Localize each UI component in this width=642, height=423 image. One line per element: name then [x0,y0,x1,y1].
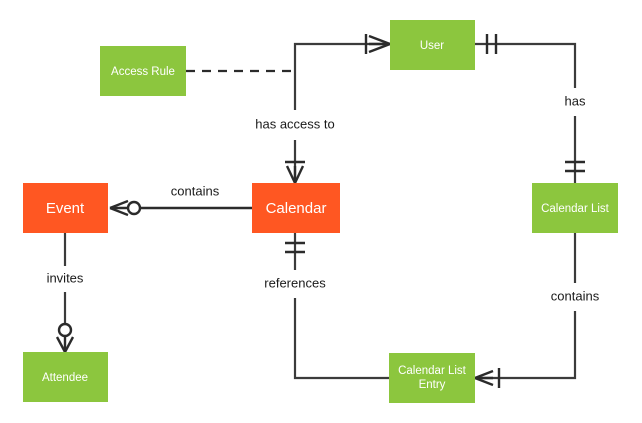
marker-attendee-top-zero-or-many [55,322,75,353]
edge-calendar-to-entry-lower [293,298,389,380]
marker-calendar-bottom-one-and-only-one [285,241,305,254]
relationship-label-has-access-to: has access to [255,116,335,131]
edge-user-to-calendar-upper [293,42,390,110]
marker-calendar-list-top-one-and-only-one [565,160,585,173]
entity-calendar-list-entry-label-line1: Calendar List [398,365,467,377]
entity-calendar[interactable]: Calendar [252,183,340,233]
entity-access-rule-label: Access Rule [111,66,175,78]
marker-entry-right-one-and-many [474,368,501,388]
entity-calendar-list-entry[interactable]: Calendar List Entry [389,353,475,403]
entity-user-label: User [420,40,444,52]
marker-event-right-zero-or-many [109,199,142,217]
entity-attendee[interactable]: Attendee [23,352,108,402]
relationship-label-contains-left: contains [171,183,220,198]
entity-calendar-list[interactable]: Calendar List [532,183,618,233]
marker-user-left-one-and-many [364,34,391,54]
entity-calendar-list-entry-label-line2: Entry [419,379,446,391]
entity-calendar-rect[interactable] [252,183,340,233]
edge-user-to-calendar-list-upper [475,42,577,88]
entity-attendee-rect[interactable] [23,352,108,402]
relationship-label-references: references [264,275,326,290]
entity-user-rect[interactable] [390,20,475,70]
relationship-label-invites: invites [47,270,84,285]
entity-calendar-list-label: Calendar List [541,203,610,215]
edge-calendar-list-to-entry-lower [475,311,577,380]
marker-user-right-one-and-only-one [485,34,498,54]
marker-calendar-top-one-and-many [285,160,305,184]
entity-calendar-list-rect[interactable] [532,183,618,233]
entity-calendar-list-entry-rect[interactable] [389,353,475,403]
entity-access-rule[interactable]: Access Rule [100,46,186,96]
entity-attendee-label: Attendee [42,372,88,384]
entity-user[interactable]: User [390,20,475,70]
entity-calendar-label: Calendar [266,200,327,217]
entity-event-label: Event [46,200,85,217]
entity-access-rule-rect[interactable] [100,46,186,96]
entity-event-rect[interactable] [23,183,108,233]
entity-event[interactable]: Event [23,183,108,233]
relationship-label-has: has [565,93,586,108]
relationship-label-contains-right: contains [551,288,600,303]
